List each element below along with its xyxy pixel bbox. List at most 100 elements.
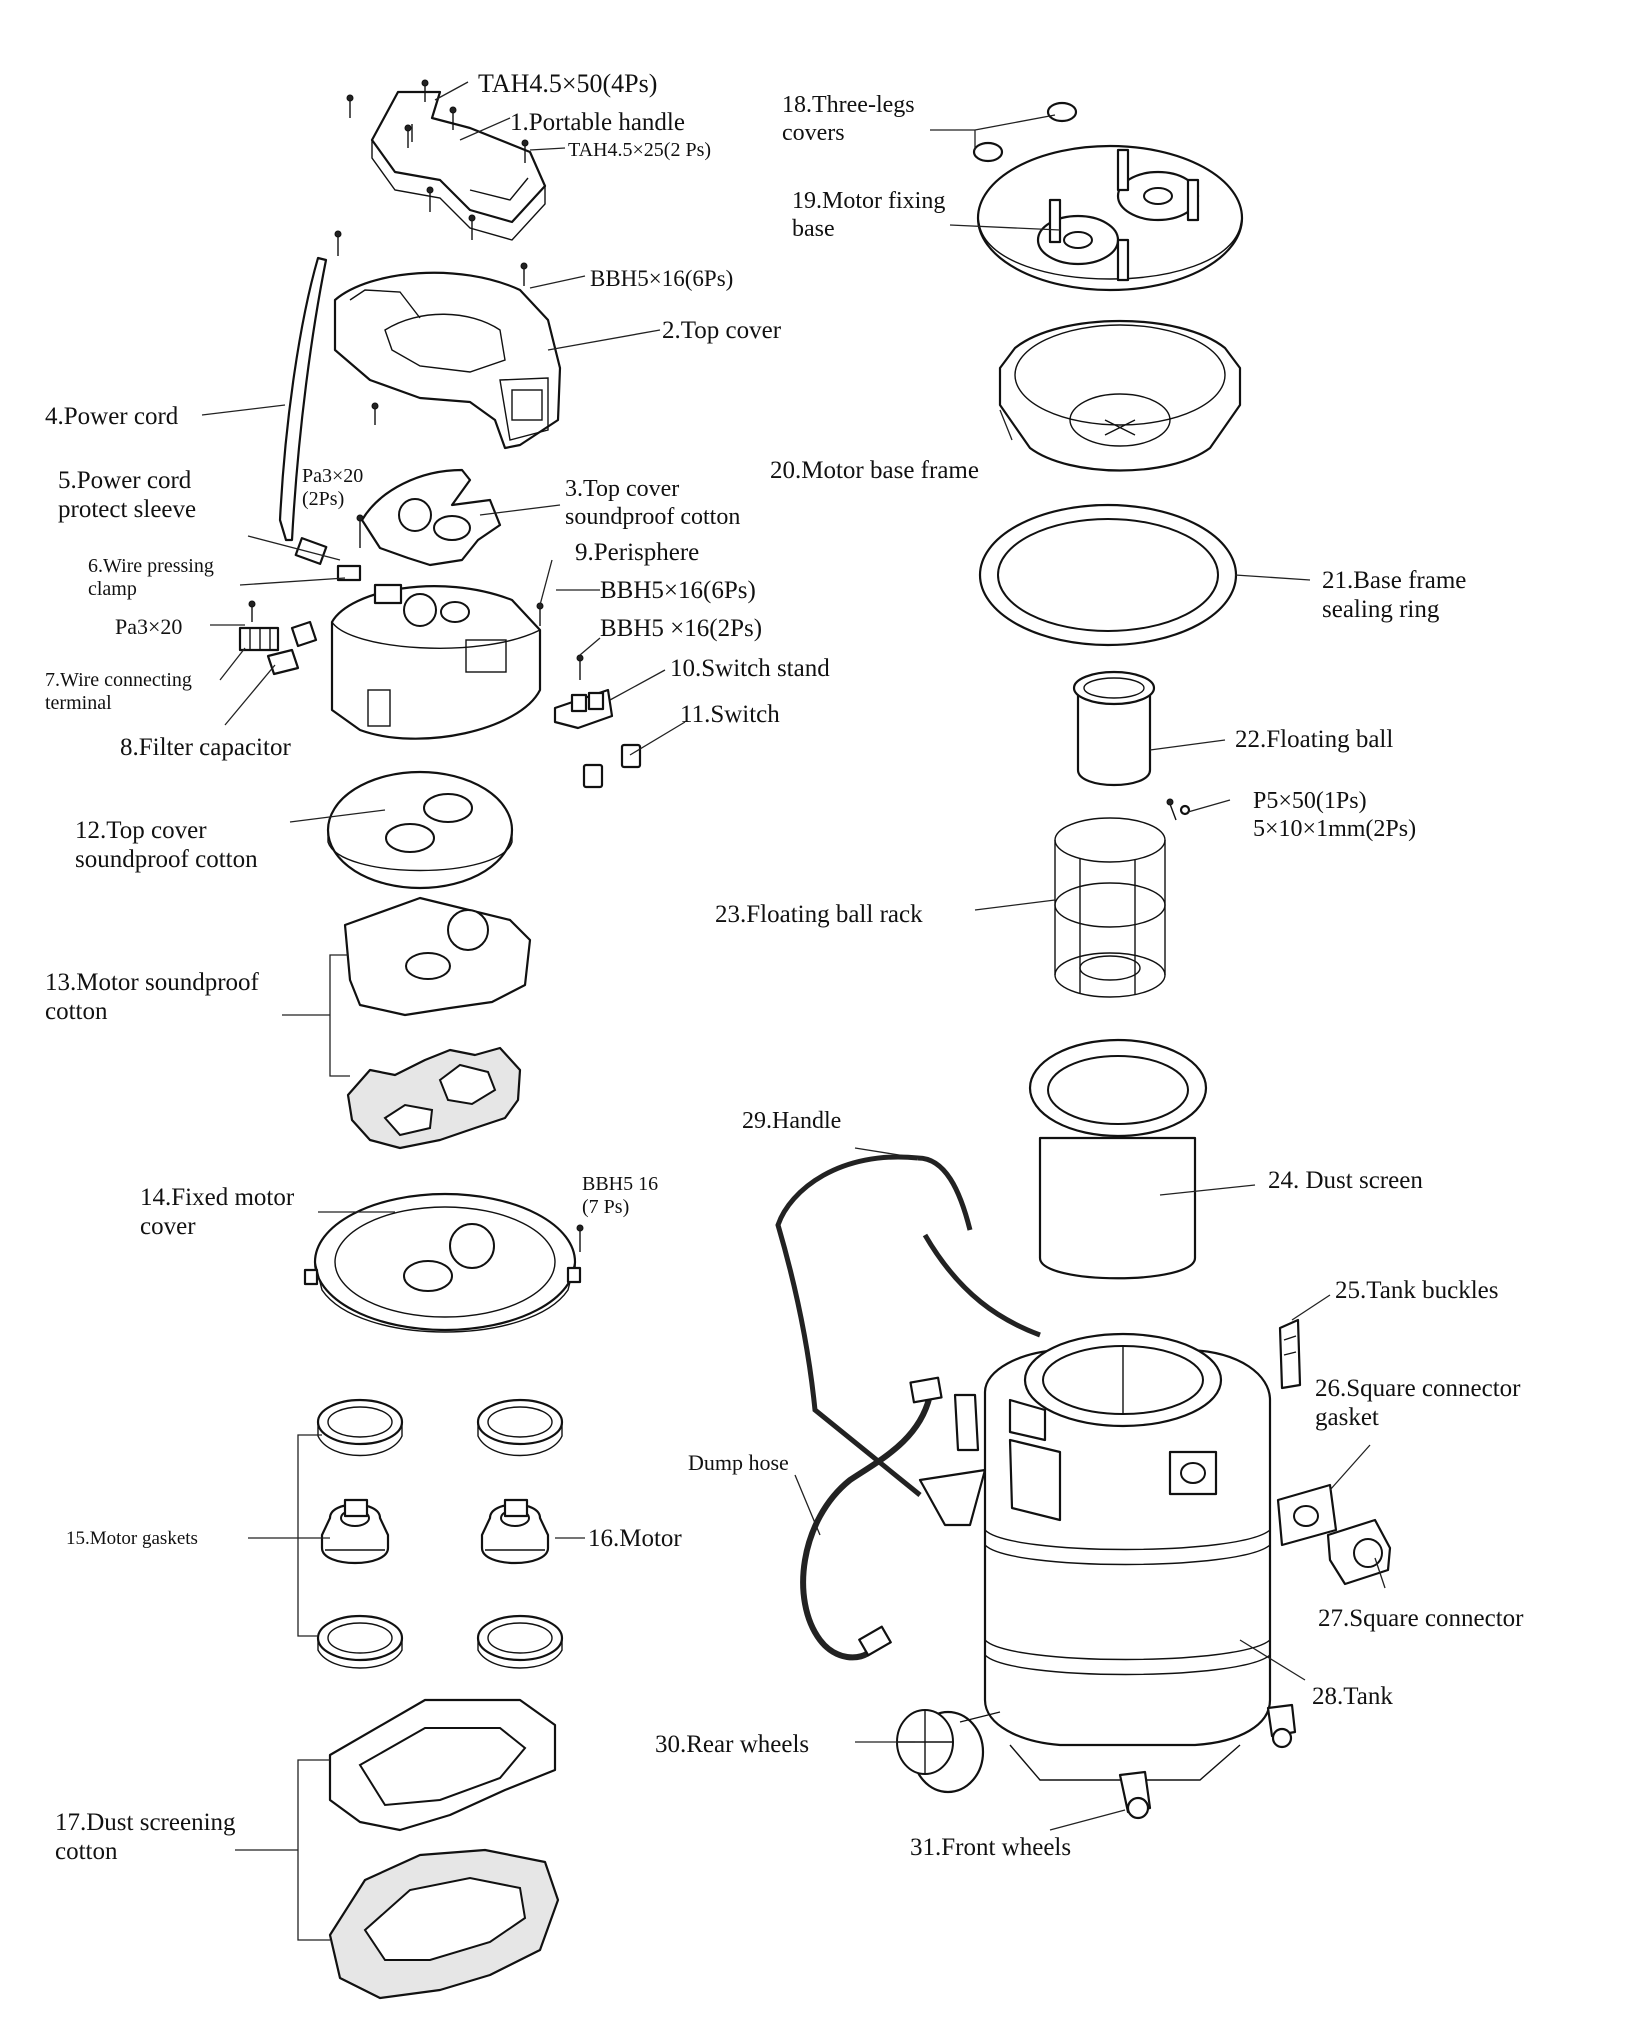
label-filter-capacitor: 8.Filter capacitor	[120, 734, 291, 761]
motor-fixing-base-part	[976, 144, 1244, 292]
label-fastener-bbh-6: BBH5×16(6Ps)	[600, 577, 756, 604]
label-line: 10.Switch stand	[670, 655, 830, 682]
label-line: 5×10×1mm(2Ps)	[1253, 816, 1416, 842]
label-fastener-tah-25: TAH4.5×25(2 Ps)	[568, 139, 711, 161]
label-line: 12.Top cover	[75, 817, 207, 844]
label-line: (2Ps)	[302, 488, 344, 510]
label-line: 22.Floating ball	[1235, 726, 1393, 753]
label-line: BBH5 16	[582, 1173, 658, 1195]
label-line: 9.Perisphere	[575, 539, 699, 566]
square-gasket-part	[1276, 1483, 1338, 1547]
label-line: base	[792, 216, 835, 242]
tank-buckles-part	[1278, 1318, 1302, 1390]
motor-base-frame-part	[998, 319, 1242, 472]
label-line: 5.Power cord	[58, 467, 192, 494]
label-tank: 28.Tank	[1312, 1683, 1393, 1710]
motor-cotton-part	[343, 896, 532, 1150]
floating-ball-part	[1072, 670, 1191, 821]
label-switch: 11.Switch	[680, 701, 780, 728]
label-line: TAH4.5×25(2 Ps)	[568, 139, 711, 161]
wire-clamp-part	[248, 514, 364, 622]
portable-handle-part	[346, 79, 547, 241]
label-line: 2.Top cover	[662, 317, 782, 344]
label-line: P5×50(1Ps)	[1253, 788, 1367, 814]
label-handle: 29.Handle	[742, 1108, 841, 1134]
label-line: 30.Rear wheels	[655, 1731, 809, 1758]
label-line: cover	[140, 1213, 196, 1240]
label-line: gasket	[1315, 1404, 1379, 1431]
label-power-cord: 4.Power cord	[45, 403, 179, 430]
label-line: 20.Motor base frame	[770, 457, 979, 484]
label-portable-handle: 1.Portable handle	[510, 109, 685, 136]
label-fastener-pa: Pa3×20	[115, 614, 182, 639]
label-fastener-bbh-7: BBH5 16(7 Ps)	[582, 1173, 658, 1218]
motor-part	[320, 1498, 550, 1564]
label-line: 13.Motor soundproof	[45, 969, 260, 996]
label-line: 23.Floating ball rack	[715, 901, 923, 928]
label-line: 19.Motor fixing	[792, 188, 945, 214]
label-line: Pa3×20	[302, 465, 363, 487]
wire-terminal-part	[238, 620, 318, 676]
label-line: 1.Portable handle	[510, 109, 685, 136]
label-line: protect sleeve	[58, 496, 196, 523]
rear-wheels-part	[896, 1709, 1001, 1794]
switch-part	[582, 743, 642, 789]
label-line: BBH5×16(6Ps)	[600, 577, 756, 604]
tank-part	[983, 1332, 1272, 1781]
label-line: cotton	[55, 1838, 118, 1865]
tank-clip-part	[918, 1393, 987, 1527]
label-line: soundproof cotton	[565, 504, 740, 530]
label-line: 18.Three-legs	[782, 92, 915, 118]
label-line: 26.Square connector	[1315, 1375, 1521, 1402]
switch-stand-part	[536, 602, 614, 730]
label-line: 24. Dust screen	[1268, 1167, 1423, 1194]
perisphere-part	[330, 583, 542, 740]
top-cover-part	[333, 230, 562, 450]
dump-hose-part	[800, 1376, 943, 1661]
label-line: terminal	[45, 692, 112, 714]
label-line: 27.Square connector	[1318, 1605, 1524, 1632]
top-cover-cotton-12-part	[326, 770, 514, 890]
label-line: 16.Motor	[588, 1525, 682, 1552]
label-line: 15.Motor gaskets	[66, 1528, 198, 1549]
fixed-motor-cover-part	[303, 1192, 584, 1333]
label-line: BBH5 ×16(2Ps)	[600, 615, 762, 642]
label-line: 17.Dust screening	[55, 1809, 236, 1836]
label-dump-hose: Dump hose	[688, 1450, 789, 1475]
dust-screen-part	[1028, 1038, 1208, 1280]
label-line: cotton	[45, 998, 108, 1025]
label-line: 29.Handle	[742, 1108, 841, 1134]
label-floating-ball: 22.Floating ball	[1235, 726, 1393, 753]
label-line: 28.Tank	[1312, 1683, 1393, 1710]
label-line: sealing ring	[1322, 596, 1440, 623]
label-line: 11.Switch	[680, 701, 780, 728]
power-cord-part	[278, 256, 328, 566]
label-motor-gaskets: 15.Motor gaskets	[66, 1528, 198, 1549]
motor-gaskets-part	[316, 1398, 564, 1669]
front-wheels-part	[1118, 1703, 1297, 1820]
label-motor: 16.Motor	[588, 1525, 682, 1552]
label-line: soundproof cotton	[75, 846, 258, 873]
label-tank-buckles: 25.Tank buckles	[1335, 1277, 1499, 1304]
label-front-wheels: 31.Front wheels	[910, 1834, 1071, 1861]
label-line: 31.Front wheels	[910, 1834, 1071, 1861]
label-perisphere: 9.Perisphere	[575, 539, 699, 566]
label-line: 3.Top cover	[565, 476, 679, 502]
label-fastener-pa-2: Pa3×20(2Ps)	[302, 465, 363, 510]
label-line: clamp	[88, 578, 137, 600]
label-fastener-bbh-2: BBH5 ×16(2Ps)	[600, 615, 762, 642]
label-line: 25.Tank buckles	[1335, 1277, 1499, 1304]
label-dust-screen: 24. Dust screen	[1268, 1167, 1423, 1194]
sealing-ring-part	[978, 503, 1238, 647]
label-fastener-bbh-top: BBH5×16(6Ps)	[590, 266, 733, 291]
label-line: Pa3×20	[115, 614, 182, 639]
label-line: 14.Fixed motor	[140, 1184, 295, 1211]
